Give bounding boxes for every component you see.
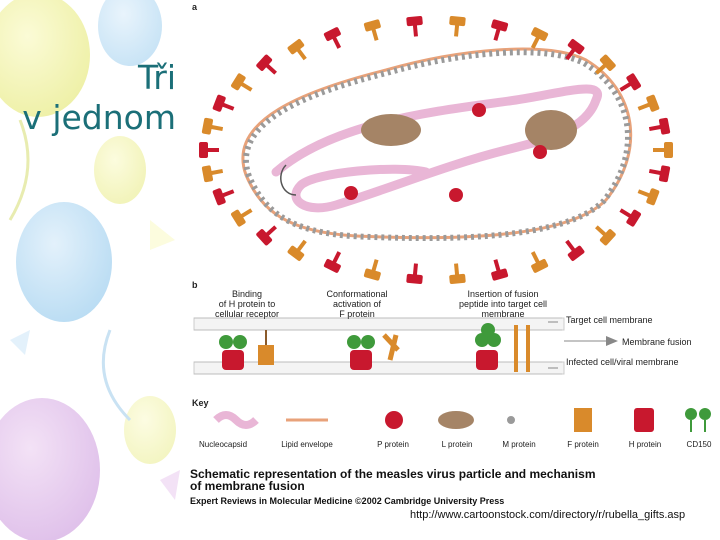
key-l-protein: L protein [441,440,473,449]
panel-b-label: b [192,280,198,290]
fusion-diagram-icon [193,317,711,432]
panel-a-label: a [192,2,198,12]
key-lipid-envelope: Lipid envelope [281,440,333,449]
virus-particle [241,47,633,242]
key-nucleocapsid: Nucleocapsid [198,440,248,449]
h-protein-spike [406,16,423,37]
f-protein-spike [595,54,616,75]
virus-diagram-icon [193,16,711,432]
h-protein-spike [323,251,342,273]
figure-caption: Schematic representation of the measles … [190,467,596,493]
f-protein-spike [231,208,253,227]
h-protein-spike [619,73,641,92]
h-protein-spike [619,208,641,227]
h-protein-spike [256,54,277,75]
key-glyphs [213,408,711,432]
h-protein-spike [199,142,219,158]
key-label: Key [192,398,209,408]
membrane-target-label: Target cell membrane [566,315,653,325]
h-protein-spike [212,94,235,112]
slide-title-line2: v jednom [22,98,176,137]
f-protein-spike [449,16,466,37]
key-f-protein: F protein [567,440,599,449]
key-m-protein: M protein [502,440,536,449]
slide-title-line1: Tři [137,58,176,97]
membrane-fusion-label: Membrane fusion [622,337,692,347]
f-protein-spike [363,19,381,41]
h-protein-spike [648,117,671,135]
f-protein-spike [637,188,660,206]
f-protein-spike [653,142,673,158]
f-protein-spike [530,251,549,273]
f-protein-spike [595,225,616,246]
step1-glyph [219,330,274,370]
h-protein-spike [565,239,585,261]
f-protein-spike [363,259,381,281]
h-protein-spike [406,263,423,284]
key-p-protein: P protein [377,440,409,449]
balloon-decoration-icon [0,0,180,540]
step-1-label: Binding of H protein to cellular recepto… [214,289,280,319]
f-protein-spike [287,239,307,261]
f-protein-spike [449,263,466,284]
measles-figure: a b Binding of H protein to cellular rec… [186,0,720,510]
f-protein-spike [201,117,224,135]
key-h-protein: H protein [628,440,662,449]
h-protein-spike [648,165,671,183]
step3-glyph [475,323,530,372]
f-protein-spike [530,27,549,49]
h-protein-spike [212,188,235,206]
f-protein-spike [287,39,307,61]
envelope-spikes [199,16,673,284]
key-cd150: CD150 [686,440,712,449]
h-protein-spike [323,27,342,49]
membrane-infected-label: Infected cell/viral membrane [566,357,679,367]
slide-title: Tři v jednom [0,58,182,138]
step2-glyph [347,333,400,370]
h-protein-spike [491,19,509,41]
step-3-label: Insertion of fusion peptide into target … [458,289,548,319]
h-protein-spike [256,225,277,246]
f-protein-spike [231,73,253,92]
h-protein-spike [491,259,509,281]
f-protein-spike [201,165,224,183]
step-2-label: Conformational activation of F protein [326,289,388,319]
f-protein-spike [637,94,660,112]
figure-credit: Expert Reviews in Molecular Medicine ©20… [190,496,505,506]
h-protein-spike [565,39,585,61]
source-link[interactable]: http://www.cartoonstock.com/directory/r/… [410,509,686,521]
